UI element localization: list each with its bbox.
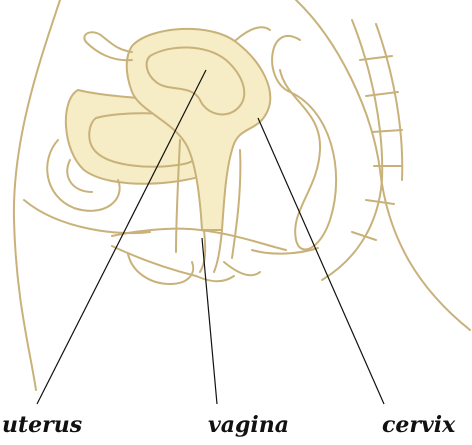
cervix-leader-line	[258, 118, 384, 404]
rectum	[272, 36, 336, 250]
vagina-label: vagina	[208, 414, 289, 436]
spine	[322, 20, 402, 280]
uterus-label: uterus	[2, 414, 82, 436]
cervix-label: cervix	[382, 414, 455, 436]
perineum	[112, 229, 286, 250]
fallopian-tube	[84, 32, 132, 60]
body-outline	[14, 0, 60, 390]
vagina-leader-line	[202, 238, 217, 404]
